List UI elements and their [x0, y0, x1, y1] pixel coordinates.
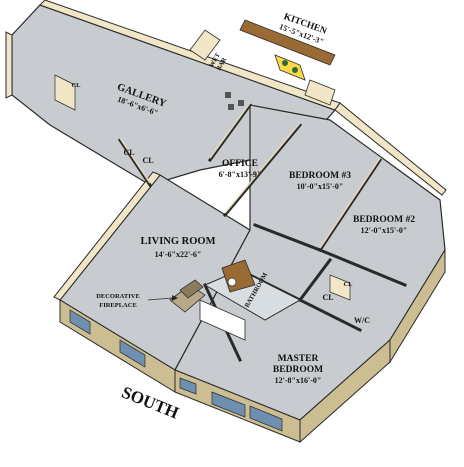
- master-dims: 12'-8"x16'-0": [275, 376, 322, 385]
- wet-bar-counter: [189, 29, 221, 61]
- wic-label: W/C: [354, 316, 370, 325]
- kitchen-island: [304, 79, 336, 106]
- windows: [69, 309, 283, 432]
- interior-wall-tops: [119, 102, 381, 249]
- ne-wall: [334, 102, 447, 196]
- outer-walls: [5, 0, 447, 301]
- kitchen-counter: [239, 19, 336, 66]
- bedroom2-south-wall: [389, 248, 446, 364]
- bedroom3-name: BEDROOM #3: [289, 171, 351, 181]
- chair: [225, 92, 231, 98]
- closet-divider-wall: [297, 257, 333, 303]
- west-wall: [5, 31, 13, 99]
- closet-label: CL: [322, 293, 333, 302]
- kitchen-fixtures: [189, 19, 336, 110]
- master-name-line2: BEDROOM: [273, 365, 323, 375]
- fireplace-box: [179, 279, 204, 299]
- chair: [238, 100, 244, 106]
- tub: [199, 299, 246, 341]
- closet-shelf: [54, 74, 76, 111]
- burner: [282, 60, 288, 66]
- bedroom2-name: BEDROOM #2: [353, 215, 415, 225]
- closet-label: CL: [343, 281, 353, 288]
- cooktop: [274, 54, 306, 81]
- office-dims: 6'-8"x13'-9": [219, 170, 262, 179]
- fireplace-label-line2: FIREPLACE: [99, 302, 137, 309]
- fireplace-arrow: [147, 297, 173, 301]
- office-west-wall: [207, 102, 253, 163]
- bedroom2-dims: 12'-0"x15'-0": [361, 226, 408, 235]
- closet-shelves: [54, 74, 351, 301]
- master-name-line1: MASTER: [278, 354, 319, 364]
- window: [69, 309, 91, 335]
- window: [119, 339, 146, 368]
- bedroom3-south-wall: [253, 223, 322, 252]
- burner: [292, 67, 298, 73]
- sink: [227, 277, 237, 287]
- window: [211, 391, 246, 418]
- closet-south-wall: [297, 297, 363, 333]
- closet-label: CL: [71, 82, 81, 89]
- bedroom3-dims: 10'-0"x15'-0": [297, 182, 344, 191]
- fireplace-label-line1: DECORATIVE: [96, 293, 140, 300]
- floor-slab: [11, 4, 446, 421]
- closet-label: CL: [123, 148, 134, 157]
- closet-label: CL: [142, 156, 153, 165]
- closet-shelf: [329, 274, 351, 301]
- fireplace: [169, 279, 206, 313]
- office-east-wall: [222, 122, 303, 218]
- gallery-closet-wall: [117, 137, 153, 188]
- office-name: OFFICE: [222, 159, 258, 169]
- bedroom-divider-wall: [317, 157, 383, 253]
- living-room-name: LIVING ROOM: [141, 236, 216, 247]
- bedroom2-west-wall: [318, 248, 407, 287]
- window: [179, 377, 197, 395]
- fireplace-arrowhead: [172, 295, 178, 301]
- window: [249, 405, 283, 432]
- living-room-dims: 14'-6"x22'-6": [155, 250, 202, 259]
- bathroom-block: [199, 259, 302, 341]
- chair: [228, 104, 234, 110]
- living-west-wall: [53, 171, 161, 301]
